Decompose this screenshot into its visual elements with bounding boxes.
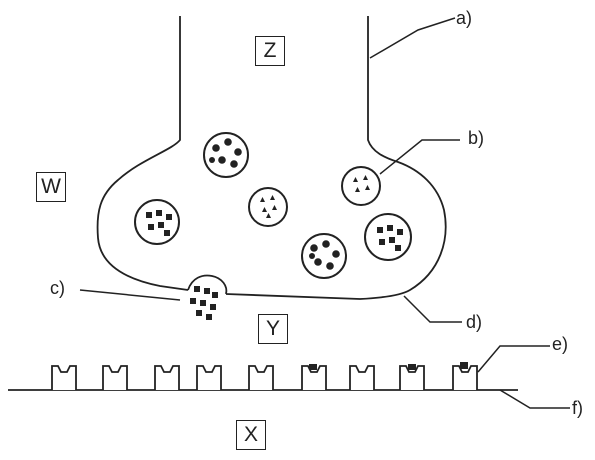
receptor — [155, 366, 179, 390]
pointer-line-e — [478, 346, 550, 372]
pointer-label-c: c) — [50, 278, 65, 299]
pointer-line-d — [404, 296, 462, 322]
pointer-label-a: a) — [456, 8, 472, 29]
pointer-line-b — [380, 140, 460, 174]
vesicle-triangle-1 — [249, 188, 287, 226]
receptor — [453, 366, 477, 390]
receptor — [52, 366, 76, 390]
pointer-line-a — [370, 18, 455, 58]
pointer-label-e: e) — [552, 334, 568, 355]
pointer-label-b: b) — [468, 128, 484, 149]
bound-ligands — [309, 362, 468, 370]
receptor — [350, 366, 374, 390]
vesicle-round-2 — [302, 234, 346, 278]
receptor — [197, 366, 221, 390]
label-z-box: Z — [255, 36, 285, 66]
released-neurotransmitter — [188, 276, 226, 320]
pointer-line-c — [80, 290, 180, 300]
vesicle-triangle-2 — [342, 167, 380, 205]
receptor — [249, 366, 273, 390]
label-y-box: Y — [258, 314, 288, 344]
receptor — [103, 366, 127, 390]
vesicle-square-2 — [365, 214, 411, 260]
pointer-line-f — [500, 390, 570, 408]
pointer-label-d: d) — [466, 312, 482, 333]
pointer-label-f: f) — [572, 398, 583, 419]
label-w-box: W — [36, 172, 66, 202]
vesicle-square-1 — [135, 200, 179, 244]
vesicles — [135, 133, 411, 278]
label-x-box: X — [236, 420, 266, 450]
